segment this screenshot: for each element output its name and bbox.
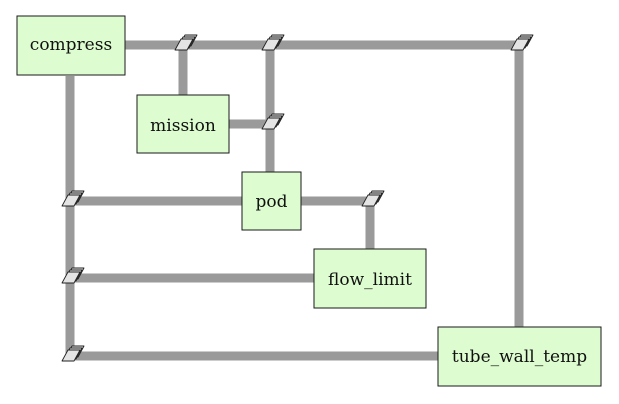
port-compress-pod-row <box>61 190 85 207</box>
node-mission[interactable]: mission <box>136 94 230 154</box>
node-pod-label: pod <box>256 192 288 212</box>
node-flow-limit[interactable]: flow_limit <box>313 248 427 309</box>
node-tube-wall-temp[interactable]: tube_wall_temp <box>437 326 602 387</box>
node-flow-limit-label: flow_limit <box>328 270 412 290</box>
port-compress-flow-limit <box>61 267 85 284</box>
node-tube-wall-temp-label: tube_wall_temp <box>452 347 587 367</box>
port-pod-flow-limit <box>361 190 385 207</box>
port-compress-tube-wall-temp-row <box>61 345 85 362</box>
connectors <box>65 40 524 361</box>
port-mission-pod <box>261 113 285 130</box>
node-mission-label: mission <box>150 116 216 136</box>
port-markers <box>61 34 534 362</box>
port-compress-pod <box>261 34 285 51</box>
port-compress-tube-wall-temp <box>510 34 534 51</box>
node-pod[interactable]: pod <box>241 171 302 231</box>
node-compress[interactable]: compress <box>16 15 126 76</box>
node-compress-label: compress <box>30 35 112 55</box>
port-compress-mission <box>174 34 198 51</box>
